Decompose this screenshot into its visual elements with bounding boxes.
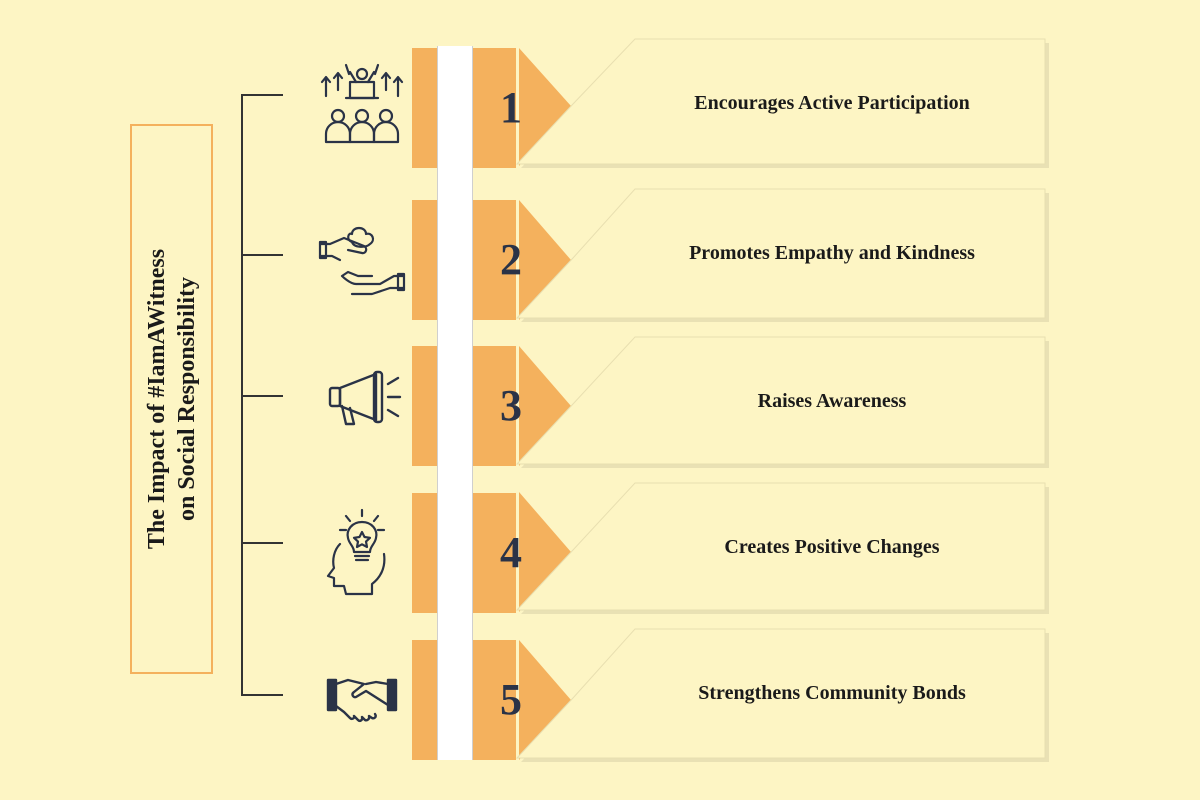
- handshake-icon: [316, 650, 408, 742]
- bracket-tick: [241, 694, 283, 696]
- title-line-2: on Social Responsibility: [173, 276, 200, 522]
- step-label: Promotes Empathy and Kindness: [689, 241, 975, 264]
- step-number-5: 5: [500, 675, 522, 724]
- vertical-timeline-bar: [437, 46, 473, 760]
- giving-hands-icon: [316, 214, 408, 306]
- bracket-tick: [241, 395, 283, 397]
- bracket-tick: [241, 254, 283, 256]
- step-panel-1: Encourages Active Participation: [515, 38, 1049, 168]
- step-label: Encourages Active Participation: [694, 91, 970, 114]
- step-number-4: 4: [500, 528, 522, 577]
- head-lightbulb-icon: [316, 504, 408, 596]
- title-line-1: The Impact of #IamAWitness: [143, 248, 170, 550]
- step-number-3: 3: [500, 381, 522, 430]
- step-number-1: 1: [500, 83, 522, 132]
- step-label: Raises Awareness: [757, 389, 907, 412]
- bracket-tick: [241, 542, 283, 544]
- step-label: Strengthens Community Bonds: [698, 681, 966, 704]
- step-panel-4: Creates Positive Changes: [515, 482, 1049, 614]
- step-number-2: 2: [500, 235, 522, 284]
- step-label: Creates Positive Changes: [724, 535, 940, 558]
- step-panel-5: Strengthens Community Bonds: [515, 628, 1049, 762]
- speaker-podium-audience-icon: [316, 60, 408, 152]
- title-box: The Impact of #IamAWitness on Social Res…: [130, 124, 213, 674]
- step-panel-2: Promotes Empathy and Kindness: [515, 188, 1049, 322]
- megaphone-icon: [316, 350, 408, 442]
- bracket-tick: [241, 94, 283, 96]
- step-panel-3: Raises Awareness: [515, 336, 1049, 468]
- diagram-title: The Impact of #IamAWitness on Social Res…: [142, 129, 202, 669]
